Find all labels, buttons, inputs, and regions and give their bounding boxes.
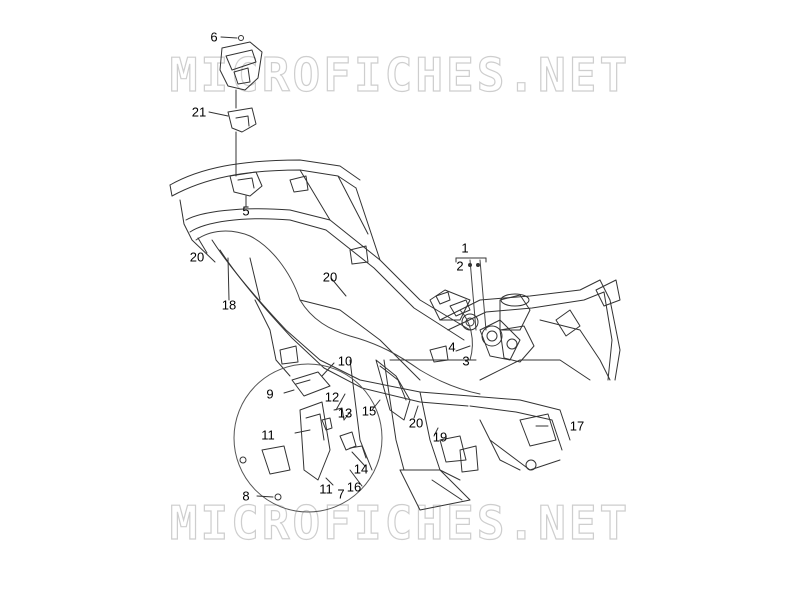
callout-20-middle: 20 [322, 269, 338, 285]
callout-5: 5 [242, 203, 250, 219]
callout-21: 21 [191, 104, 207, 120]
ignition-lock [389, 257, 535, 363]
main-frame [169, 159, 621, 511]
callout-18: 18 [221, 297, 237, 313]
callout-19: 19 [432, 429, 448, 445]
callout-4: 4 [448, 339, 456, 355]
callout-8: 8 [242, 488, 250, 504]
callout-13: 13 [337, 405, 353, 421]
relay-bracket-21 [208, 89, 257, 133]
callout-2: 2 [456, 258, 464, 274]
callout-12: 12 [324, 389, 340, 405]
callout-11-lower: 11 [319, 481, 333, 497]
callout-15: 15 [361, 403, 377, 419]
callout-3: 3 [462, 353, 470, 369]
top-bracket [219, 35, 263, 91]
callout-20-left: 20 [189, 249, 205, 265]
callout-14: 14 [353, 461, 369, 477]
callout-20-right: 20 [408, 415, 424, 431]
callout-1: 1 [461, 240, 469, 256]
callout-7: 7 [337, 486, 345, 502]
callout-16: 16 [346, 479, 362, 495]
wiring-harness [195, 230, 487, 395]
leader-lines [197, 237, 549, 437]
callout-17: 17 [569, 418, 585, 434]
callout-11-upper: 11 [261, 427, 275, 443]
callout-10: 10 [337, 353, 353, 369]
callout-6: 6 [210, 29, 218, 45]
detail-inset [233, 362, 383, 513]
callout-9: 9 [266, 386, 274, 402]
part-5-bracket [229, 131, 263, 207]
